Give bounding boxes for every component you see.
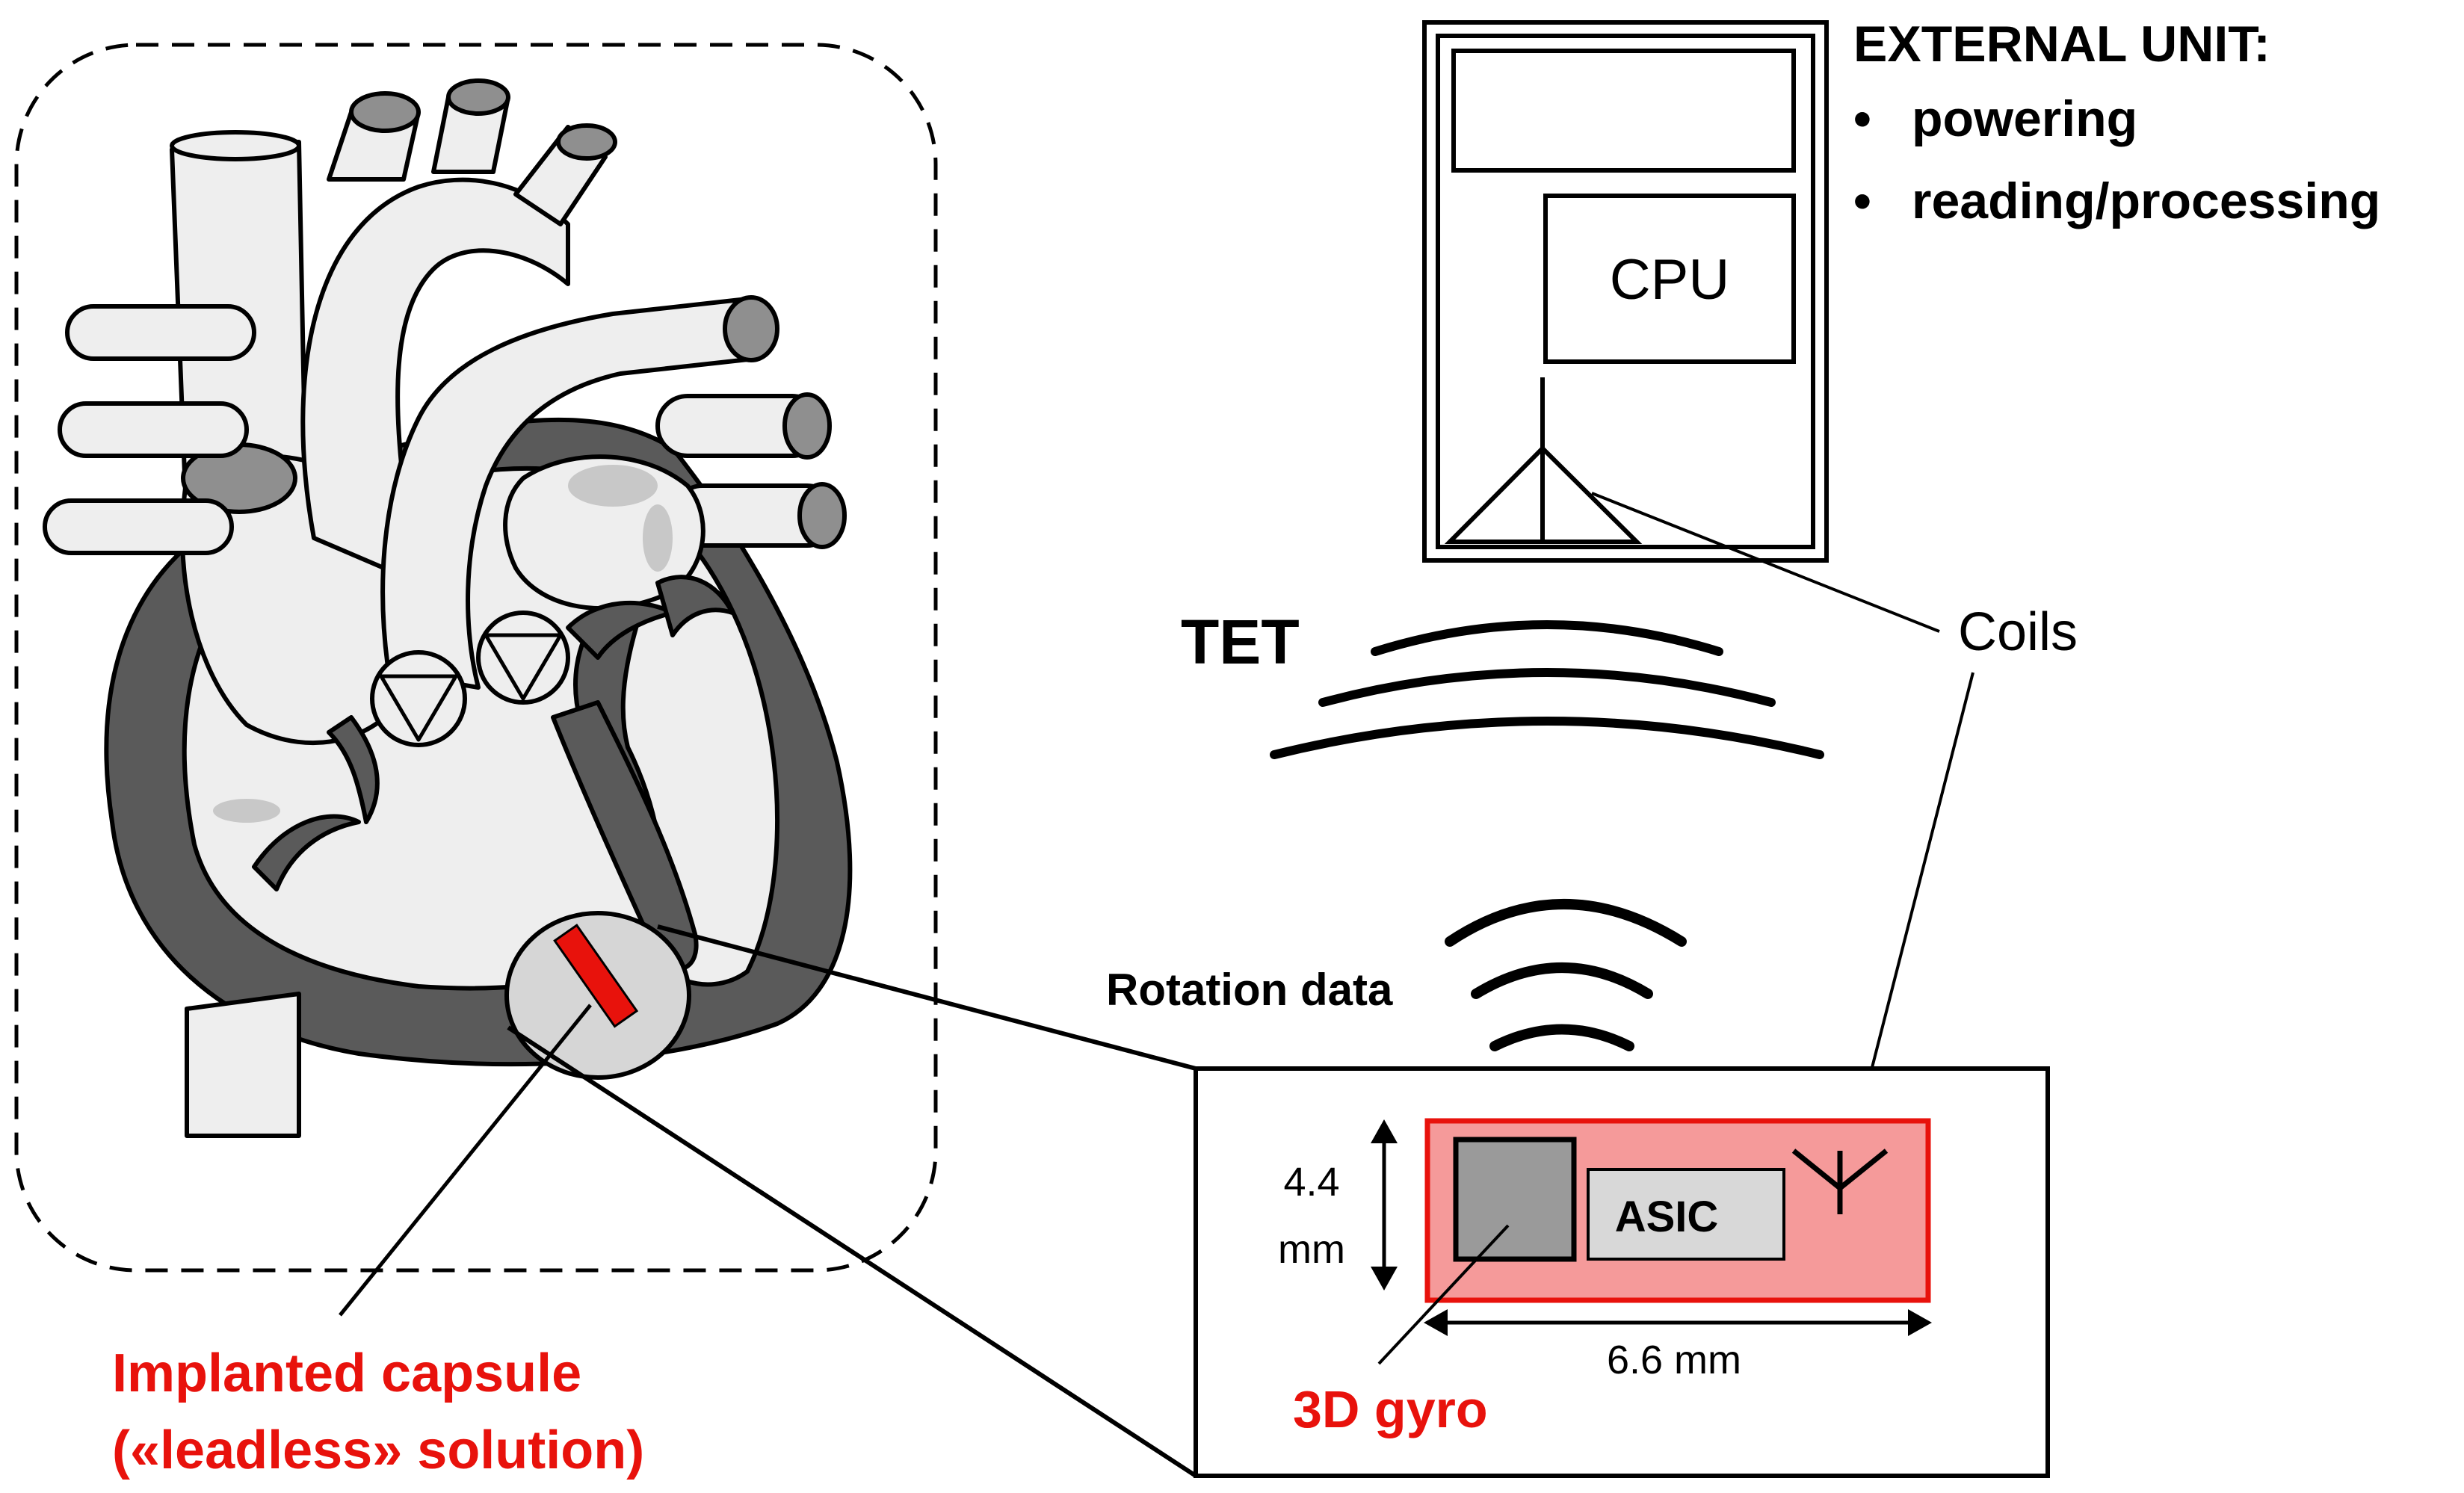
- cpu-block: [1543, 194, 1796, 364]
- implant-label-line1: Implanted capsule: [112, 1344, 581, 1403]
- tet-wave-icon: [1270, 620, 1824, 759]
- coils-label: Coils: [1958, 602, 2078, 662]
- display-block: [1451, 49, 1796, 173]
- width-label: 6.6 mm: [1607, 1338, 1741, 1382]
- gyro-chip: [1453, 1137, 1577, 1262]
- zoom-line-top: [657, 924, 1197, 1071]
- cpu-label: CPU: [1610, 248, 1729, 312]
- rotation-data-label: Rotation data: [1106, 965, 1393, 1015]
- heart-panel-border: [14, 43, 938, 1273]
- external-unit-box: [1422, 20, 1829, 563]
- external-antenna-icon: [1444, 377, 1643, 544]
- bullet-dot-2: •: [1853, 173, 1871, 229]
- implanted-capsule-icon: [553, 924, 639, 1028]
- gyro-label: 3D gyro: [1293, 1380, 1488, 1438]
- rotation-wave-icon: [1445, 899, 1687, 1051]
- width-dimension-arrow: [1424, 1309, 1932, 1336]
- implant-leader-line: [339, 1004, 592, 1317]
- bullet-reading-processing: reading/processing: [1912, 173, 2380, 229]
- asic-chip: [1587, 1168, 1785, 1261]
- bullet-dot-1: •: [1853, 90, 1871, 147]
- asic-label: ASIC: [1615, 1193, 1719, 1241]
- zoom-line-bottom: [507, 1025, 1197, 1478]
- heart-illustration: [43, 78, 853, 1138]
- bullet-powering: powering: [1912, 90, 2137, 147]
- capsule-antenna-icon: [1791, 1149, 1889, 1214]
- tet-label: TET: [1181, 607, 1300, 677]
- height-unit: mm: [1278, 1227, 1345, 1272]
- gyro-leader-line: [1377, 1224, 1510, 1365]
- height-dimension-arrow: [1371, 1119, 1398, 1290]
- coils-leader-external: [1591, 492, 1940, 633]
- external-unit-title: EXTERNAL UNIT:: [1853, 16, 2270, 72]
- height-value: 4.4: [1283, 1160, 1339, 1205]
- implant-label-line2: («leadless» solution): [112, 1421, 644, 1480]
